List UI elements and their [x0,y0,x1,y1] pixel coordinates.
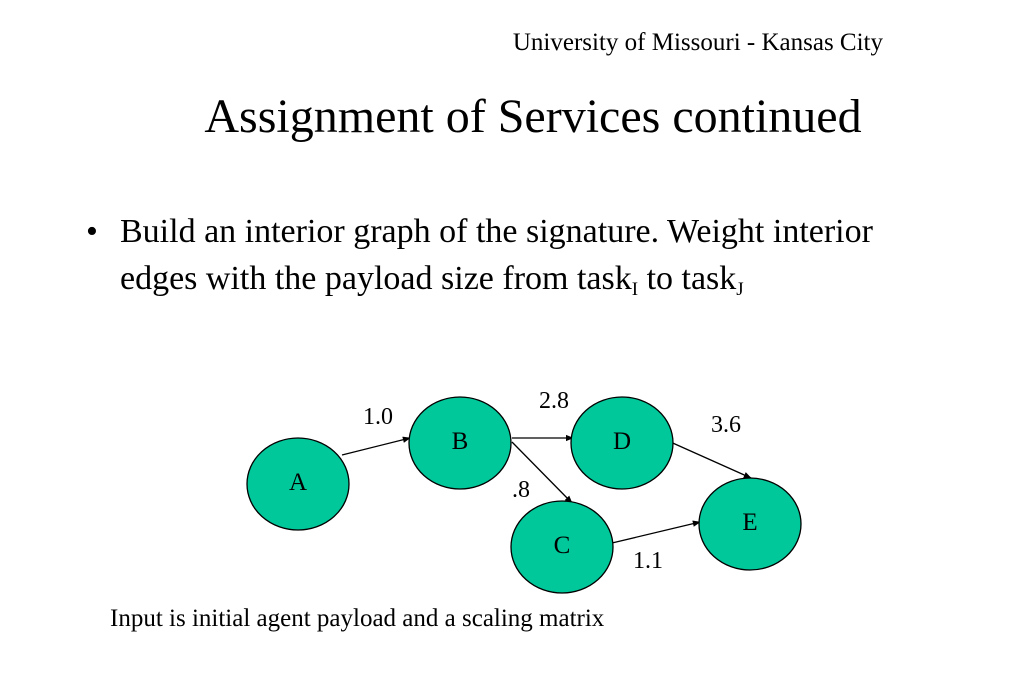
node-a: A [246,437,350,531]
bullet-item: • Build an interior graph of the signatur… [86,208,906,302]
bullet-marker: • [86,213,98,250]
header-affiliation: University of Missouri - Kansas City [512,29,883,56]
node-d: D [570,396,674,490]
node-e-label: E [742,509,757,536]
node-a-shape [246,437,350,531]
bullet-subscript-i: I [631,279,639,300]
node-c-label: C [554,532,571,559]
slide-title: Assignment of Services continued [204,90,862,143]
edge-weight-c-e: 1.1 [633,548,663,574]
edge-weight-d-e: 3.6 [711,412,741,438]
node-e: E [698,477,802,571]
edge-d-e [665,439,752,479]
edge-a-b [341,436,411,456]
node-d-label: D [613,428,631,455]
bullet-list: • Build an interior graph of the signatur… [86,208,906,302]
node-d-shape [570,396,674,490]
node-b-shape [408,396,512,490]
edge-weight-a-b: 1.0 [363,404,393,430]
edge-weight-b-d: 2.8 [539,388,569,414]
bullet-text-part2: to task [638,260,737,297]
edge-weight-b-c: .8 [512,477,530,503]
node-c: C [510,500,614,594]
node-b-label: B [452,428,469,455]
bullet-text-part1: Build an interior graph of the signature… [120,213,873,297]
node-b: B [408,396,512,490]
bullet-subscript-j: J [736,279,744,300]
edge-c-e [611,520,701,544]
graph-caption: Input is initial agent payload and a sca… [110,605,605,632]
node-a-label: A [289,469,307,496]
node-e-shape [698,477,802,571]
node-c-shape [510,500,614,594]
edge-b-c [511,441,573,504]
